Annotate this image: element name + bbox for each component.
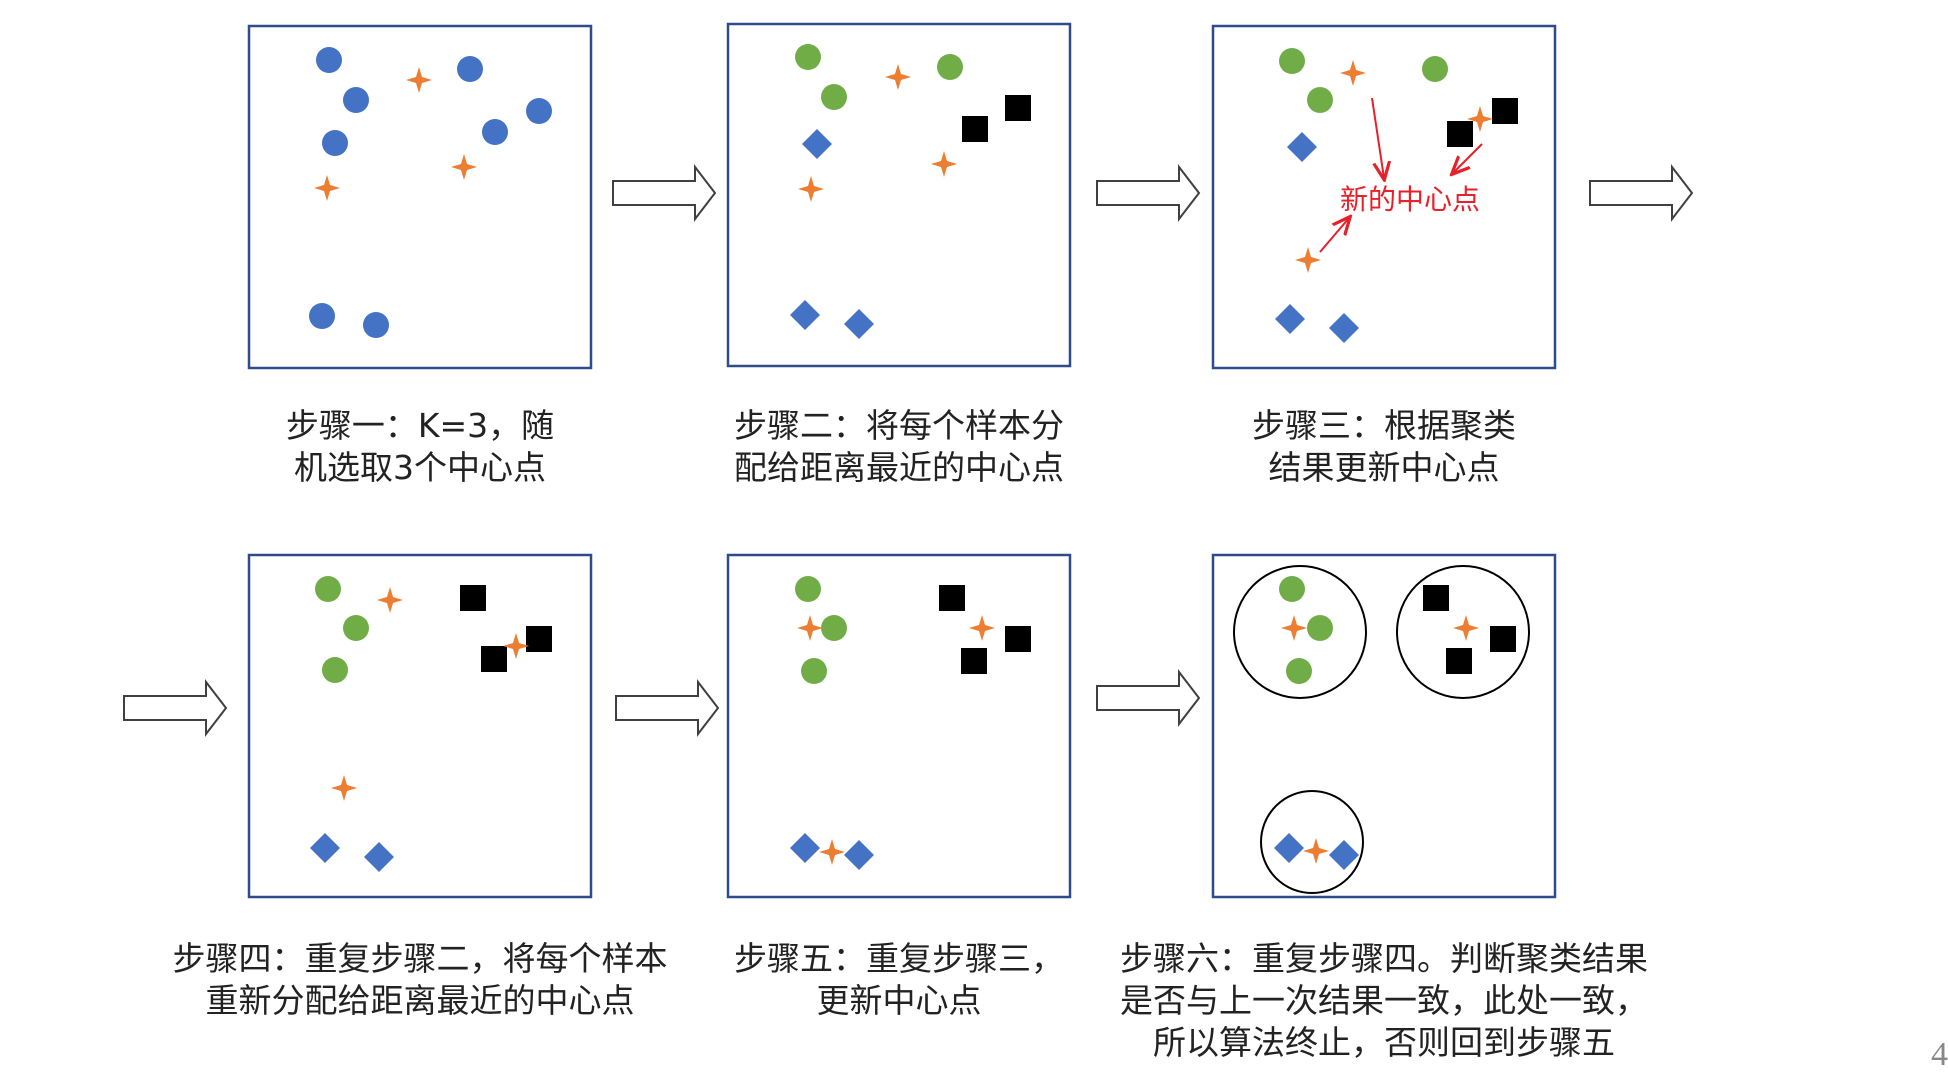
caption-step1: 步骤一：K=3，随 机选取3个中心点 [240,405,600,489]
caption-line: 步骤四：重复步骤二，将每个样本 [172,939,668,978]
black-point [460,585,486,611]
green-point [1307,615,1333,641]
green-point [315,576,341,602]
panel-step5 [726,553,1072,899]
flow-arrow [1589,164,1694,222]
flow-arrow [1096,669,1201,727]
blue-point [1287,132,1317,162]
caption-line: 更新中心点 [816,981,982,1020]
green-point [1307,87,1333,113]
caption-line: 步骤五：重复步骤三， [734,939,1064,978]
green-point [795,576,821,602]
green-point [1422,56,1448,82]
data-point [363,312,389,338]
caption-line: 步骤二：将每个样本分 [734,406,1064,445]
black-point [1005,626,1031,652]
green-point [343,615,369,641]
caption-step6: 步骤六：重复步骤四。判断聚类结果 是否与上一次结果一致，此处一致， 所以算法终止… [1074,938,1694,1064]
blue-point [802,129,832,159]
caption-line: 结果更新中心点 [1268,448,1500,487]
blue-point [1329,313,1359,343]
green-point [1279,48,1305,74]
green-point [322,657,348,683]
black-point [1490,626,1516,652]
blue-point [1329,840,1359,870]
data-point [322,130,348,156]
caption-line: 步骤六：重复步骤四。判断聚类结果 [1120,939,1648,978]
caption-step3: 步骤三：根据聚类 结果更新中心点 [1204,405,1564,489]
black-point [1423,585,1449,611]
black-point [1447,121,1473,147]
blue-point [790,833,820,863]
new-centers-label: 新的中心点 [1340,183,1480,216]
green-point [821,84,847,110]
caption-line: 是否与上一次结果一致，此处一致， [1120,981,1648,1020]
caption-line: 机选取3个中心点 [294,448,546,487]
black-point [962,116,988,142]
blue-point [790,300,820,330]
page-number: 4 [1931,1036,1948,1073]
data-point [482,119,508,145]
caption-line: 步骤一：K=3，随 [285,406,555,445]
cluster-outline [1396,565,1530,699]
blue-point [844,309,874,339]
caption-step5: 步骤五：重复步骤三， 更新中心点 [699,938,1099,1022]
flow-arrow [123,679,228,737]
annotation-arrow [1371,97,1384,178]
annotation-arrow [1319,218,1349,253]
black-point [1446,648,1472,674]
blue-point [844,840,874,870]
black-point [961,648,987,674]
caption-line: 步骤三：根据聚类 [1252,406,1516,445]
green-point [1279,576,1305,602]
cluster-outline [1233,565,1367,699]
cluster-outline [1260,790,1364,894]
caption-line: 配给距离最近的中心点 [734,448,1064,487]
blue-point [1274,833,1304,863]
black-point [1005,95,1031,121]
black-point [526,626,552,652]
data-point [526,98,552,124]
green-point [795,44,821,70]
panel-step4 [247,553,593,899]
data-point [343,87,369,113]
blue-point [310,833,340,863]
caption-step2: 步骤二：将每个样本分 配给距离最近的中心点 [699,405,1099,489]
flow-arrow [1096,164,1201,222]
panel-step1 [247,24,593,370]
data-point [309,303,335,329]
green-point [937,54,963,80]
caption-step4: 步骤四：重复步骤二，将每个样本 重新分配给距离最近的中心点 [120,938,720,1022]
panel-step6 [1211,553,1557,899]
panel-step2 [726,22,1072,368]
panel-step3: 新的中心点 [1211,24,1557,370]
green-point [821,615,847,641]
data-point [316,47,342,73]
blue-point [1275,304,1305,334]
green-point [1286,658,1312,684]
black-point [1492,98,1518,124]
black-point [481,646,507,672]
black-point [939,585,965,611]
caption-line: 所以算法终止，否则回到步骤五 [1153,1023,1615,1062]
data-point [457,56,483,82]
caption-line: 重新分配给距离最近的中心点 [205,981,635,1020]
blue-point [364,842,394,872]
flow-arrow [612,164,717,222]
green-point [801,658,827,684]
flow-arrow [615,679,720,737]
annotation-arrow [1453,143,1483,173]
